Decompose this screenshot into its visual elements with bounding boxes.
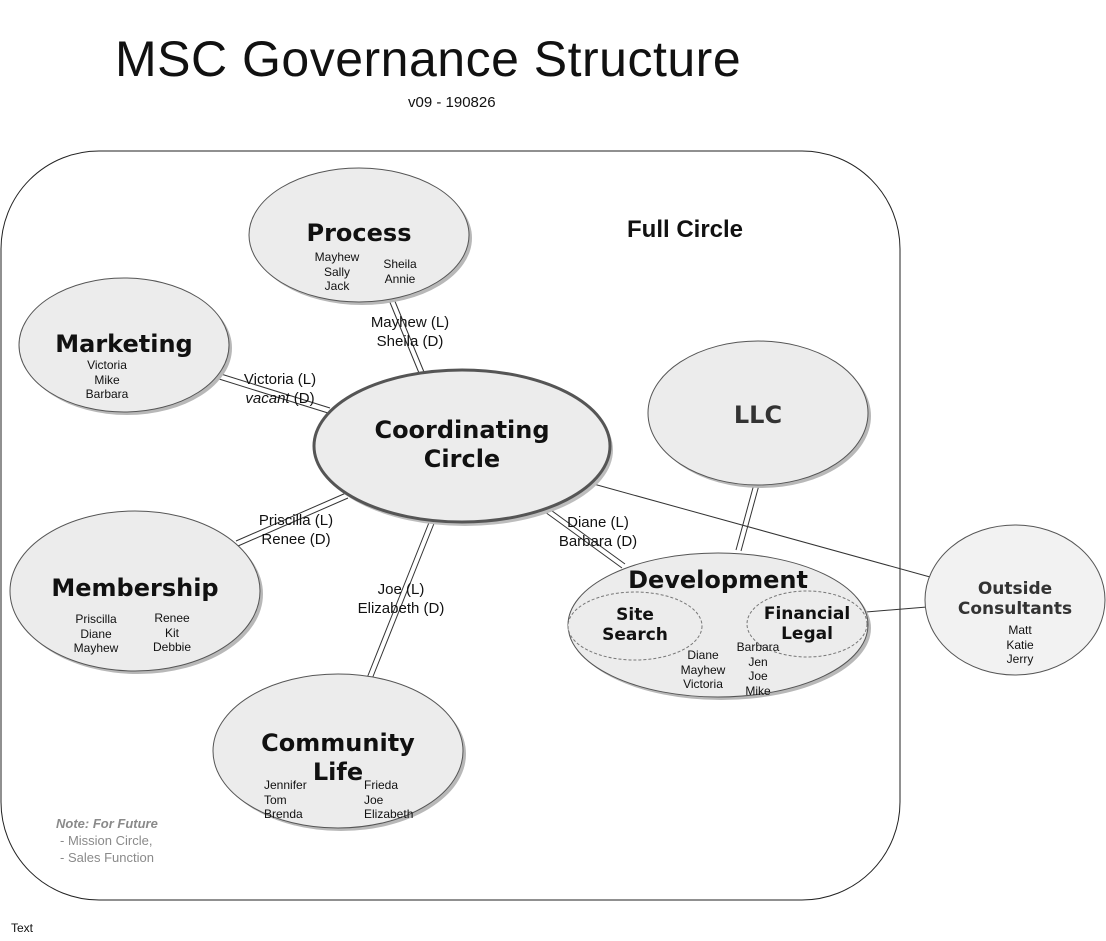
process-members-left: Mayhew Sally Jack bbox=[314, 250, 360, 293]
connector-marketing bbox=[218, 373, 331, 414]
community-members-right: Frieda Joe Elizabeth bbox=[364, 778, 414, 821]
membership-link-label: Priscilla (L) Renee (D) bbox=[258, 512, 334, 548]
community-circle bbox=[212, 673, 464, 829]
process-members-right: Sheila Annie bbox=[383, 257, 417, 286]
development-link-label: Diane (L) Barbara (D) bbox=[558, 514, 638, 550]
community-members-left: Jennifer Tom Brenda bbox=[264, 778, 307, 821]
llc-circle bbox=[647, 340, 869, 486]
process-link-label: Mayhew (L) Sheila (D) bbox=[370, 314, 450, 350]
process-circle bbox=[248, 167, 470, 303]
development-members-right: Barbara Jen Joe Mike bbox=[736, 640, 780, 698]
connector-development bbox=[544, 507, 626, 569]
development-circle bbox=[567, 552, 869, 698]
marketing-link-label: Victoria (L) vacant (D) bbox=[243, 371, 317, 407]
connector-outside-coordinating bbox=[589, 482, 931, 578]
membership-circle bbox=[9, 510, 261, 672]
future-note: Note: For Future - Mission Circle, - Sal… bbox=[56, 816, 158, 865]
outside-consultants-members: Matt Katie Jerry bbox=[1006, 623, 1034, 666]
page-title: MSC Governance Structure bbox=[115, 31, 742, 87]
process-title: Process bbox=[306, 219, 412, 247]
site-search-label: Site Search bbox=[602, 605, 668, 645]
version-subtitle: v09 - 190826 bbox=[408, 94, 496, 111]
outside-consultants-circle bbox=[924, 524, 1106, 676]
marketing-title: Marketing bbox=[55, 330, 193, 358]
corner-text: Text bbox=[11, 921, 34, 935]
membership-members-left: Priscilla Diane Mayhew bbox=[73, 612, 119, 655]
connector-outside-financial bbox=[865, 606, 928, 613]
site-search-subcircle bbox=[567, 591, 703, 661]
connector-process bbox=[388, 298, 425, 374]
connector-community bbox=[366, 519, 436, 680]
financial-legal-subcircle bbox=[746, 590, 868, 658]
coordinating-title: Coordinating Circle bbox=[374, 416, 550, 473]
full-circle-label: Full Circle bbox=[627, 216, 744, 243]
development-title: Development bbox=[628, 566, 808, 594]
full-circle-container bbox=[0, 150, 901, 901]
marketing-circle bbox=[18, 277, 230, 413]
coordinating-circle bbox=[312, 368, 612, 524]
community-link-label: Joe (L) Elizabeth (D) bbox=[357, 581, 445, 617]
development-members-left: Diane Mayhew Victoria bbox=[680, 648, 726, 691]
marketing-members: Victoria Mike Barbara bbox=[85, 358, 129, 401]
llc-title: LLC bbox=[733, 401, 783, 429]
membership-title: Membership bbox=[51, 574, 219, 602]
connector-membership bbox=[235, 492, 349, 547]
connector-llc bbox=[735, 483, 760, 552]
membership-members-right: Renee Kit Debbie bbox=[152, 611, 192, 654]
community-life-title: Community Life bbox=[261, 729, 415, 786]
financial-legal-label: Financial Legal bbox=[763, 604, 851, 644]
outside-consultants-title: Outside Consultants bbox=[957, 579, 1073, 619]
